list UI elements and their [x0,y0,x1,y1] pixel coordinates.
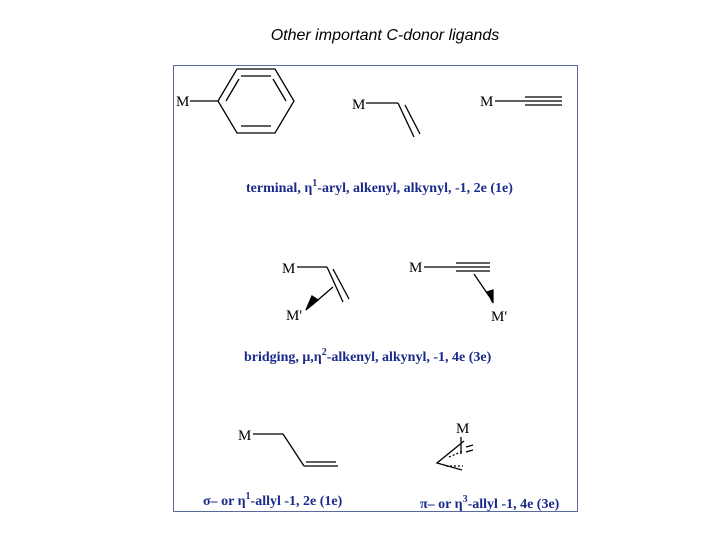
alkenyl-ligand: M [352,97,421,138]
bridging-alkynyl: M M' [409,260,507,325]
metal-label: M [282,261,295,277]
metal-label: M [480,94,493,110]
page-title: Other important C-donor ligands [270,27,500,44]
bridging-caption: bridging, μ,η2-alkenyl, alkynyl, -1, 4e … [244,347,492,365]
sigma-allyl-ligand: M [238,428,338,467]
metal-prime-label: M' [491,309,507,325]
aryl-ligand: M [176,68,295,134]
metal-label: M [238,428,251,444]
metal-label: M [352,97,365,113]
terminal-caption: terminal, η1-aryl, alkenyl, alkynyl, -1,… [246,178,513,196]
metal-label: M [176,94,189,110]
pi-allyl-caption: π– or η3-allyl -1, 4e (3e) [420,494,560,512]
metal-label: M [456,421,469,437]
metal-label: M [409,260,422,276]
metal-prime-label: M' [286,308,302,324]
diagram-panel [173,65,578,512]
sigma-allyl-caption: σ– or η1-allyl -1, 2e (1e) [203,491,343,509]
alkynyl-ligand: M [480,94,562,110]
bridging-alkenyl: M M' [282,261,350,324]
pi-allyl-ligand: M [435,421,474,471]
